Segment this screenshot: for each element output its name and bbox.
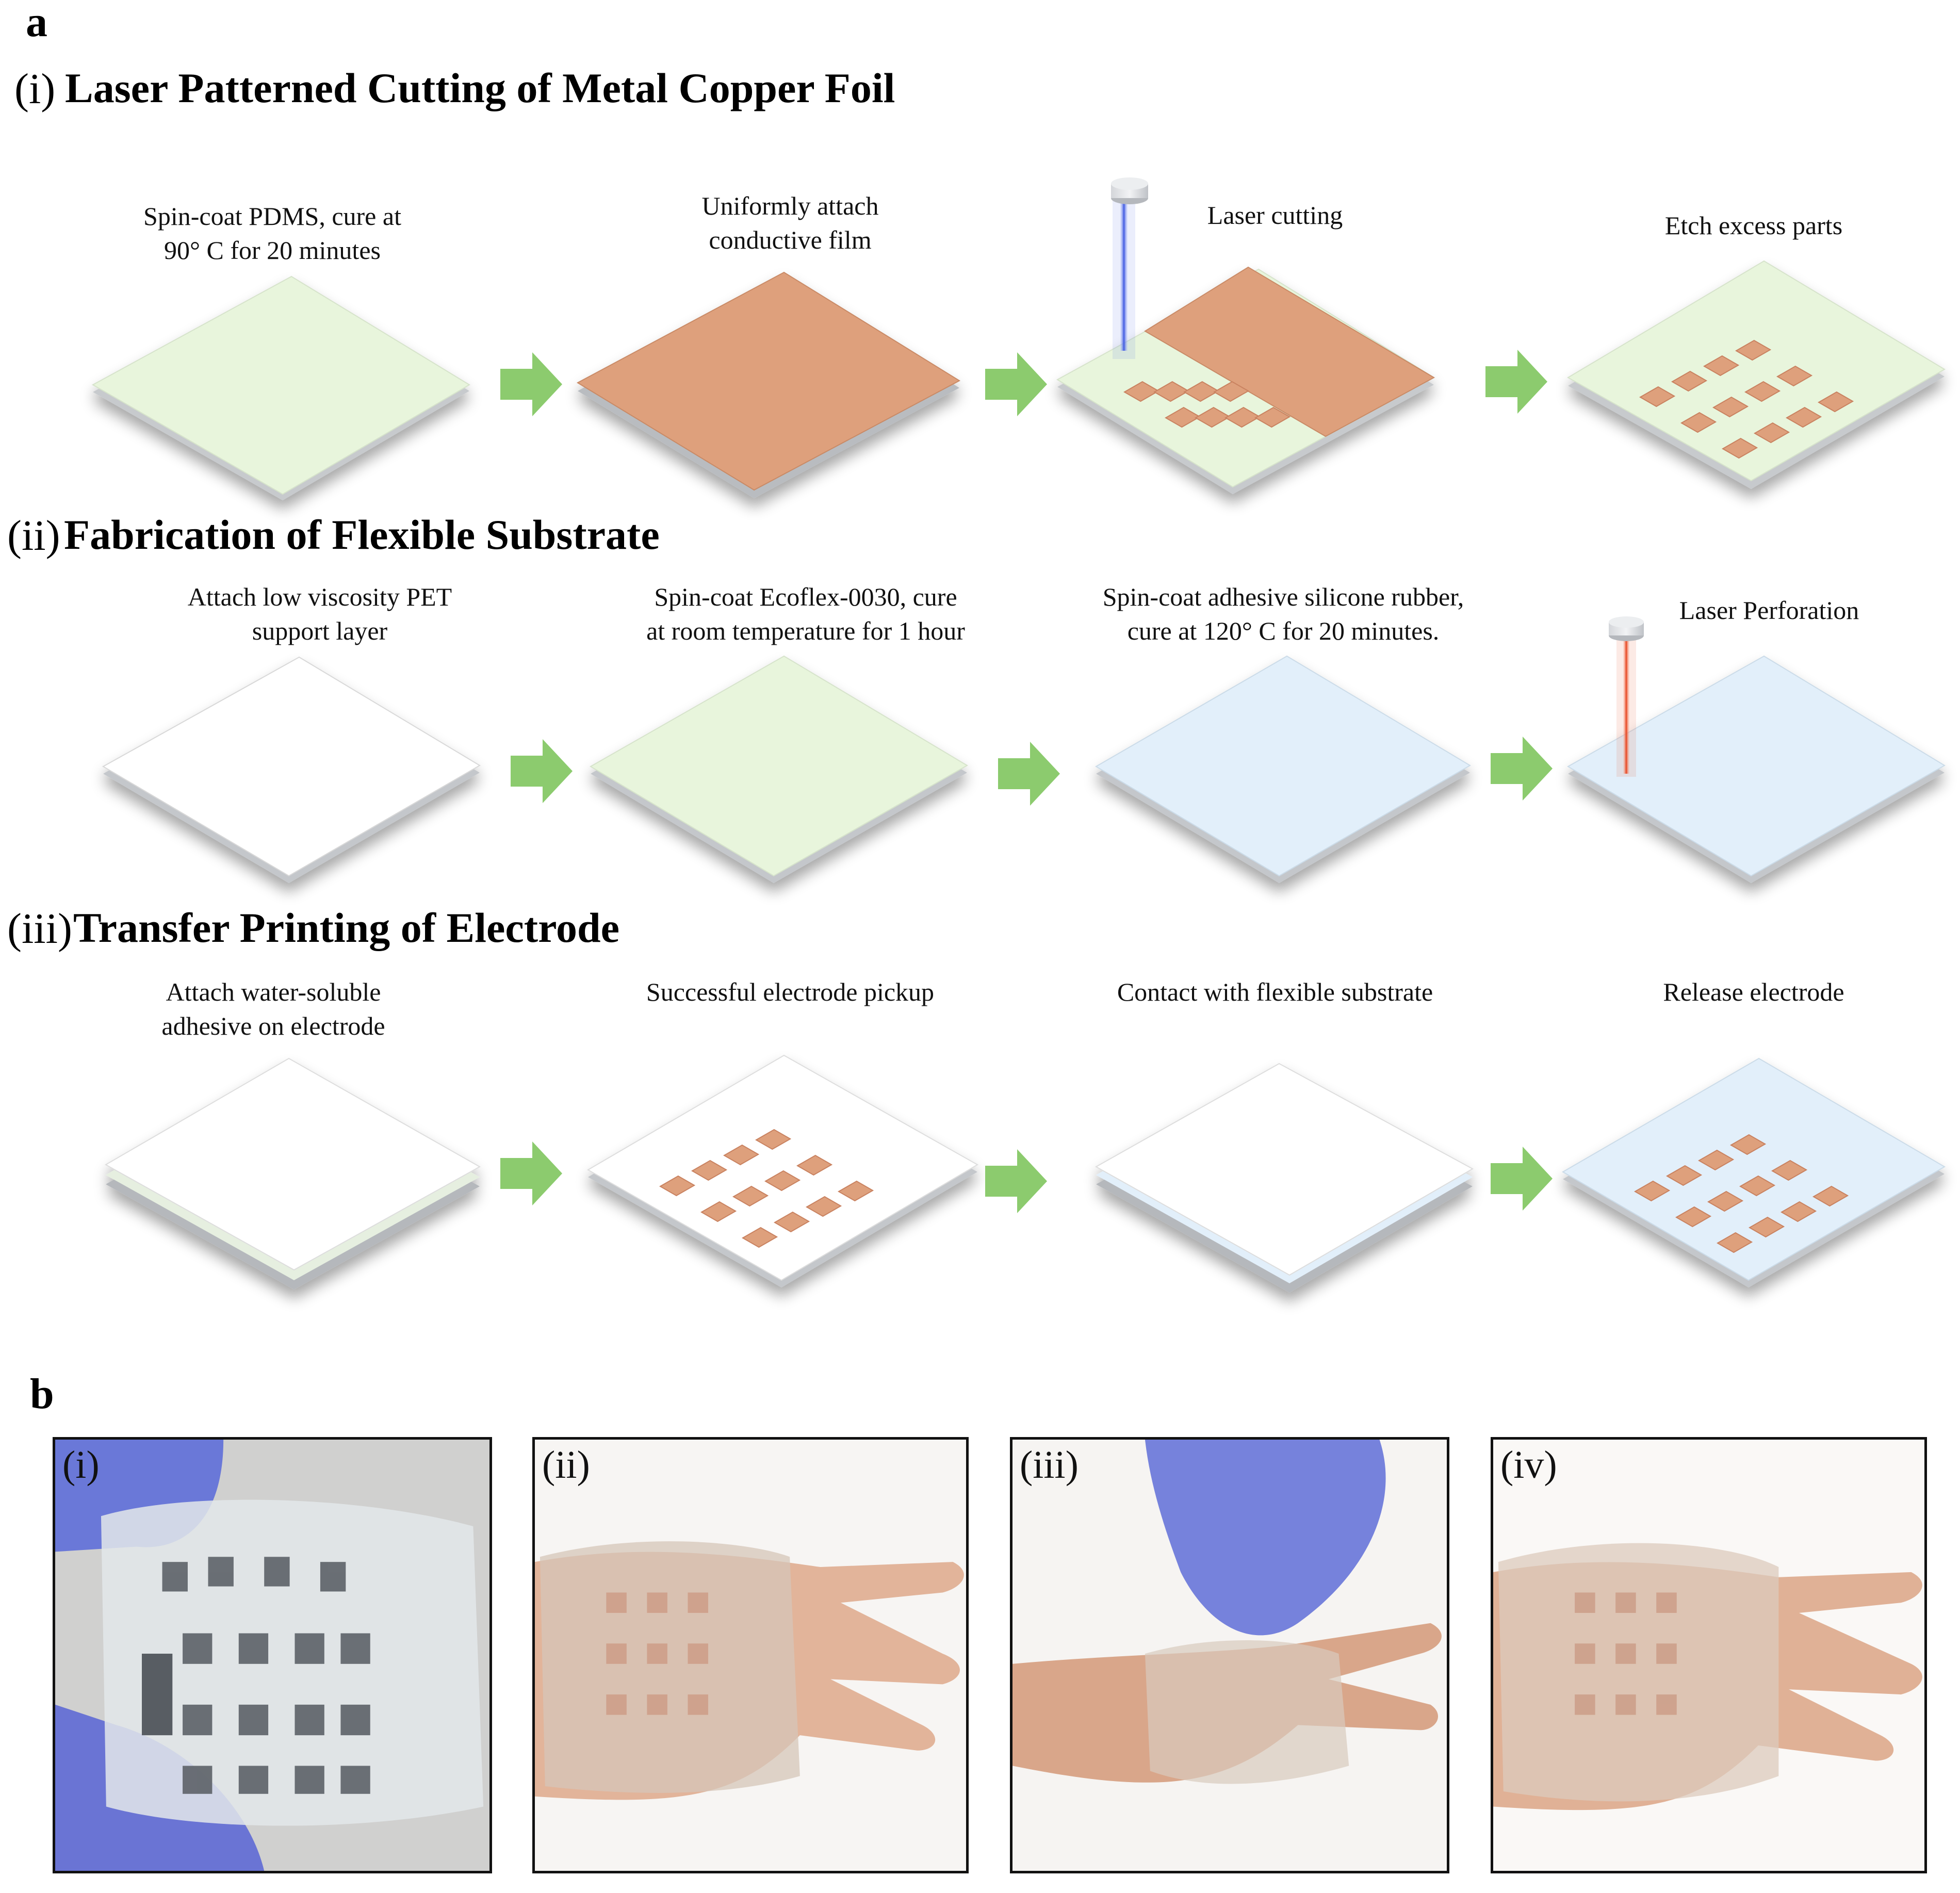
plate-laser-perforation (1567, 655, 1946, 883)
laser-head-red (1609, 616, 1644, 777)
film-on-hand (1498, 1543, 1779, 1802)
process-diagram (91, 177, 1946, 1293)
electrode-pad (1729, 1134, 1767, 1155)
plate-copper-film (576, 271, 961, 498)
plate-adhesive-electrode (104, 1057, 481, 1290)
electrode-pad (741, 1227, 778, 1248)
laser-head-blue (1111, 177, 1148, 359)
electrode-pad (1716, 1232, 1753, 1253)
row-1-title: Laser Patterned Cutting of Metal Copper … (65, 64, 895, 111)
photo-iii-label: (iii) (1020, 1443, 1079, 1487)
photo-ii: (ii) (532, 1437, 969, 1873)
panel-b-letter: b (30, 1370, 54, 1418)
electrode-pad (1707, 1190, 1744, 1212)
step-arrow (511, 739, 573, 803)
film-sheet (101, 1499, 484, 1826)
step-arrow (1491, 1147, 1553, 1211)
plate-silicone-rubber (1095, 655, 1471, 883)
photo-ii-label: (ii) (542, 1443, 590, 1487)
electrode-pad (1634, 1180, 1671, 1202)
row-2-title: Fabrication of Flexible Substrate (64, 511, 660, 558)
step-1-2-caption: Uniformly attach conductive film (701, 191, 879, 254)
electrode-pad (1785, 406, 1822, 428)
electrode-pad (1671, 370, 1708, 392)
row-3-number: (iii) (7, 905, 72, 953)
row-3-title: Transfer Printing of Electrode (73, 904, 619, 951)
plate-released-electrode (1562, 1057, 1946, 1287)
step-2-4-caption: Laser Perforation (1679, 596, 1859, 625)
electrode-pad (1639, 386, 1676, 407)
plate-pet-support (102, 656, 481, 883)
electrode-pad (732, 1185, 769, 1207)
plate-laser-cutting (1056, 266, 1435, 494)
photo-iv-label: (iv) (1500, 1443, 1557, 1487)
electrode-pad (1748, 1216, 1785, 1238)
electrode-pad (1712, 396, 1749, 418)
step-arrow (998, 742, 1060, 806)
step-2-2-caption: Spin-coat Ecoflex-0030, cure at room tem… (646, 582, 965, 645)
plate-etched (1567, 260, 1946, 489)
step-arrow (500, 1141, 562, 1205)
electrode-pad (659, 1175, 696, 1197)
photo-iv: (iv) (1491, 1437, 1927, 1873)
electrode-pad (796, 1154, 833, 1176)
electrode-pad (1771, 1160, 1808, 1181)
electrode-pad (1697, 1149, 1735, 1171)
film-on-hand (540, 1541, 800, 1793)
film-on-hand (1145, 1640, 1349, 1784)
electrode-pad (1780, 1201, 1817, 1222)
panel-a-letter: a (26, 0, 47, 46)
photo-iii: (iii) (1010, 1437, 1449, 1873)
step-arrow (1485, 350, 1547, 414)
electrode-pad (1735, 339, 1772, 361)
electrode-pad (764, 1170, 801, 1192)
step-1-4-caption: Etch excess parts (1664, 211, 1843, 240)
electrode-pad (691, 1160, 728, 1181)
plate-contact-substrate (1095, 1063, 1474, 1293)
row-2-number: (ii) (7, 512, 60, 560)
glove-pressing (1145, 1440, 1386, 1636)
photo-i-label: (i) (62, 1443, 100, 1487)
electrode-pad (1721, 437, 1758, 459)
row-1-number: (i) (14, 65, 56, 113)
electrode-pad (1753, 422, 1790, 444)
electrode-pad (1254, 406, 1291, 428)
plate-pdms (91, 275, 470, 500)
step-arrow (1491, 737, 1553, 801)
step-arrow (500, 352, 562, 416)
electrode-pad (723, 1144, 760, 1166)
photo-i: (i) (53, 1437, 492, 1873)
electrode-pad (1703, 355, 1740, 377)
electrode-pad (1665, 1165, 1703, 1186)
electrode-pad (755, 1129, 792, 1150)
step-arrow (985, 352, 1047, 416)
step-3-1-caption: Attach water-soluble adhesive on electro… (161, 977, 385, 1040)
electrode-pad (700, 1201, 737, 1222)
step-3-4-caption: Release electrode (1663, 977, 1844, 1006)
electrode-pad (1776, 365, 1813, 387)
electrode-pad (1744, 381, 1781, 402)
electrode-pad (805, 1196, 842, 1217)
electrode-pad (1739, 1175, 1776, 1197)
step-3-2-caption: Successful electrode pickup (646, 977, 935, 1006)
step-2-3-caption: Spin-coat adhesive silicone rubber, cure… (1102, 582, 1464, 645)
step-3-3-caption: Contact with flexible substrate (1117, 977, 1433, 1006)
electrode-pad (1817, 391, 1854, 413)
electrode-pad (1213, 381, 1250, 402)
step-2-1-caption: Attach low viscosity PET support layer (187, 582, 452, 645)
electrode-pad (837, 1180, 874, 1202)
step-1-1-caption: Spin-coat PDMS, cure at 90° C for 20 min… (143, 202, 401, 265)
electrode-pad (773, 1211, 810, 1233)
plate-ecoflex (590, 655, 968, 883)
electrode-pad (1680, 412, 1717, 433)
electrode-pad (1812, 1185, 1849, 1207)
step-arrow (985, 1149, 1047, 1213)
step-1-3-caption: Laser cutting (1207, 201, 1343, 230)
electrode-pad (1675, 1206, 1712, 1228)
